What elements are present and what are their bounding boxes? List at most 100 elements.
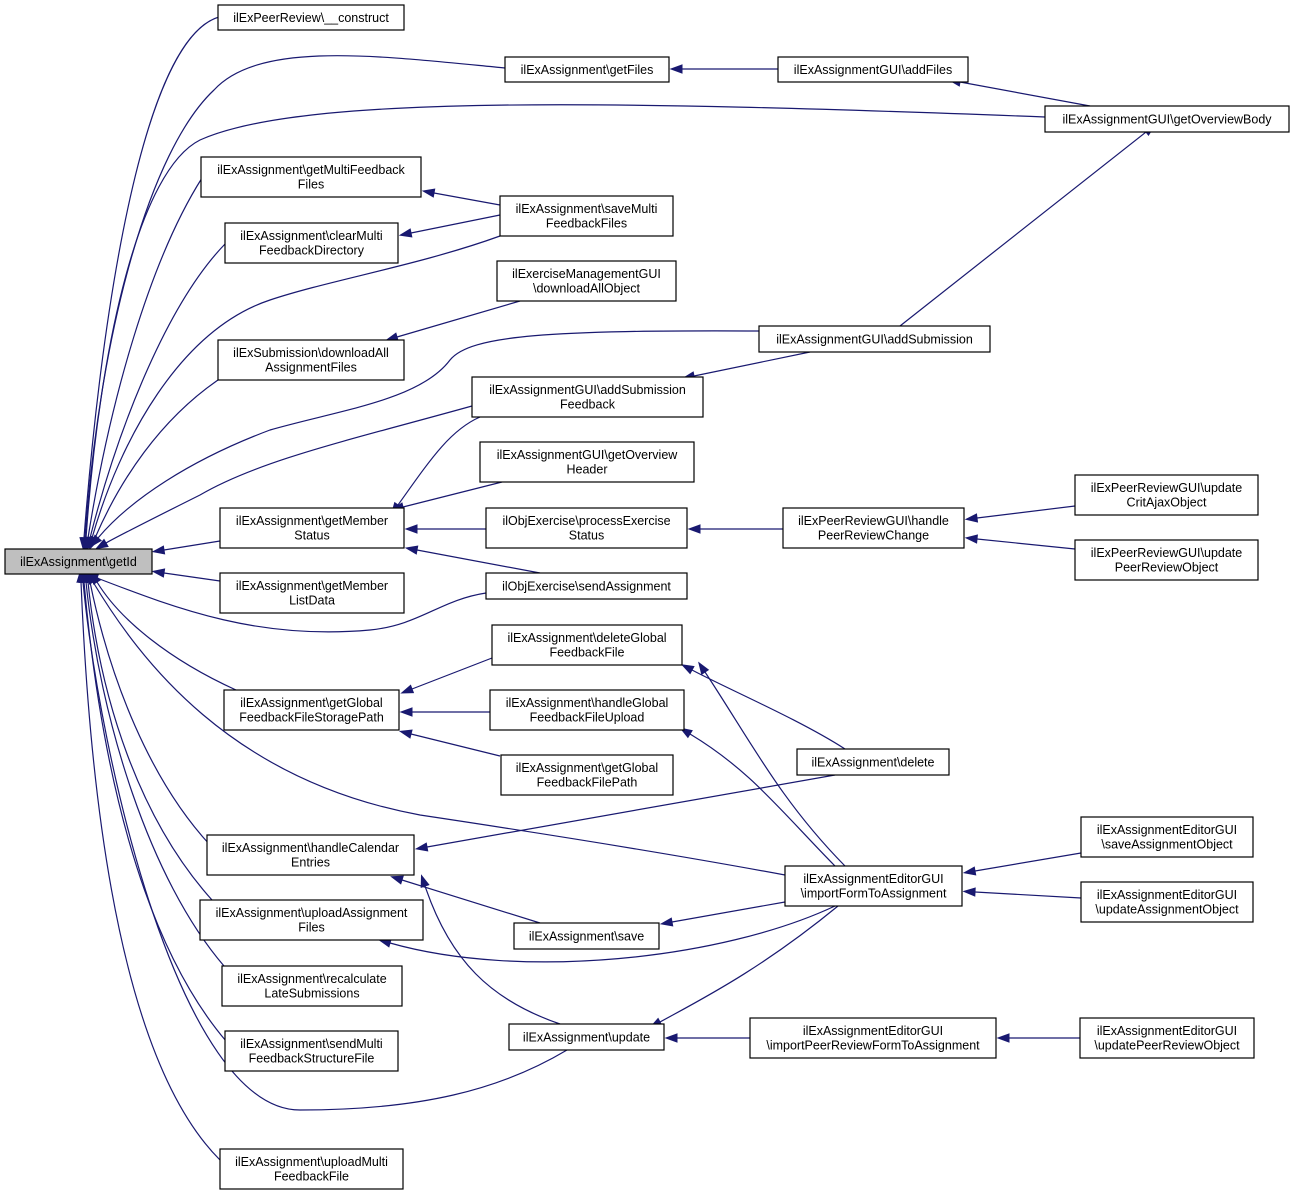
node-updateAssignmentObject[interactable]: ilExAssignmentEditorGUI\updateAssignment… [1080,881,1254,923]
node-label: ilExAssignment\getGlobal [516,761,658,775]
node-getId[interactable]: ilExAssignment\getId [4,548,153,575]
node-label: Status [294,529,329,543]
node-downloadAllObject[interactable]: ilExerciseManagementGUI\downloadAllObjec… [496,260,677,302]
edge-line [91,235,501,539]
edge-line [959,81,1091,107]
node-label: Status [569,529,604,543]
node-label: ilExAssignment\handleGlobal [506,696,669,710]
node-label: Feedback [560,398,616,412]
node-box [499,195,674,237]
edge-line [433,192,501,206]
node-getFiles[interactable]: ilExAssignment\getFiles [504,56,670,83]
node-box [489,689,685,731]
edge-line [659,905,839,1023]
arrowhead-icon [151,545,166,555]
node-box [217,4,405,31]
node-box [479,441,695,483]
edge-line [411,657,493,690]
edge-line [976,538,1076,550]
node-updatePeerReviewObject2[interactable]: ilExPeerReviewGUI\updatePeerReviewObject [1074,539,1259,581]
node-save[interactable]: ilExAssignment\save [513,922,660,950]
node-importPeerReviewFormToAssignment[interactable]: ilExAssignmentEditorGUI\importPeerReview… [749,1017,997,1059]
node-recalculateLateSubmissions[interactable]: ilExAssignment\recalculateLateSubmission… [221,965,403,1007]
node-label: ilExAssignment\getGlobal [240,696,382,710]
edge-getMemberListData-to-getId [151,568,221,582]
node-label: ilExAssignment\getFiles [521,63,654,77]
edge-line [693,351,811,377]
edge-line [97,330,760,539]
edge-processExerciseStatus-to-getMemberStatus [404,524,486,534]
node-box [500,754,674,796]
node-getGlobalFeedbackFileStoragePath[interactable]: ilExAssignment\getGlobalFeedbackFileStor… [223,689,400,731]
node-box [1080,816,1254,858]
node-box [206,834,415,876]
node-getOverviewBody[interactable]: ilExAssignmentGUI\getOverviewBody [1044,105,1290,133]
edge-getGlobalFeedbackFileStoragePath-to-getId [90,571,237,691]
edge-addSubmissionFeedback-to-getMemberStatus [390,416,481,516]
node-saveAssignmentObject[interactable]: ilExAssignmentEditorGUI\saveAssignmentOb… [1080,816,1254,858]
edge-line [416,549,541,574]
node-label: LateSubmissions [264,987,359,1001]
node-box [224,1030,399,1072]
edge-updatePeerReviewObject2-to-handlePeerReviewChange [964,534,1076,550]
node-label: ilExAssignmentEditorGUI [1097,888,1237,902]
node-label: FeedbackStructureFile [249,1052,375,1066]
node-label: ilExPeerReviewGUI\update [1091,481,1243,495]
edge-addSubmission-to-addSubmissionFeedback [681,351,811,381]
edge-line [396,300,521,338]
node-sendMultiFeedbackStructureFile[interactable]: ilExAssignment\sendMultiFeedbackStructur… [224,1030,399,1072]
node-box [784,865,963,907]
arrowhead-icon [964,534,978,544]
node-clearMultiFeedbackDirectory[interactable]: ilExAssignment\clearMultiFeedbackDirecto… [224,222,399,264]
node-label: ilExAssignmentGUI\addFiles [794,63,952,77]
edge-importFormToAssignment-to-save [659,901,786,927]
edge-handlePeerReviewChange-to-processExerciseStatus [687,524,783,534]
node-label: ilExAssignment\handleCalendar [222,841,399,855]
arrowhead-icon [687,524,701,534]
node-label: ilExAssignment\deleteGlobal [507,631,666,645]
node-label: ilExPeerReviewGUI\update [1091,546,1243,560]
node-updatePeerReviewObject[interactable]: ilExAssignmentEditorGUI\updatePeerReview… [1079,1017,1255,1059]
arrowhead-icon [659,917,674,927]
node-sendAssignment[interactable]: ilObjExercise\sendAssignment [485,572,688,600]
node-label: ilExAssignment\saveMulti [516,202,658,216]
node-label: ilExAssignmentGUI\getOverview [497,448,679,462]
node-label: ilExAssignment\getMember [236,514,388,528]
node-delete[interactable]: ilExAssignment\delete [796,748,950,776]
arrowhead-icon [669,64,683,74]
edge-line [974,891,1082,899]
node-importFormToAssignment[interactable]: ilExAssignmentEditorGUI\importFormToAssi… [784,865,963,907]
edge-addSubmission-to-getOverviewBody [899,124,1156,327]
edge-line [397,416,481,506]
edge-line [80,581,221,1161]
node-addFiles[interactable]: ilExAssignmentGUI\addFiles [777,56,969,83]
node-addSubmission[interactable]: ilExAssignmentGUI\addSubmission [758,325,991,353]
node-update[interactable]: ilExAssignment\update [508,1023,665,1051]
edge-addSubmissionFeedback-to-getId [95,405,473,550]
node-box [224,222,399,264]
node-box [199,899,424,941]
edge-line [424,885,561,1025]
node-handleGlobalFeedbackFileUpload[interactable]: ilExAssignment\handleGlobalFeedbackFileU… [489,689,685,731]
arrowhead-icon [76,569,86,583]
node-construct[interactable]: ilExPeerReview\__construct [217,4,405,31]
edge-line [105,405,473,544]
edge-line [671,901,786,923]
edge-downloadAllAssignmentFiles-to-getId [90,379,219,550]
node-box [1074,474,1259,516]
node-downloadAllAssignmentFiles[interactable]: ilExSubmission\downloadAllAssignmentFile… [217,339,405,381]
